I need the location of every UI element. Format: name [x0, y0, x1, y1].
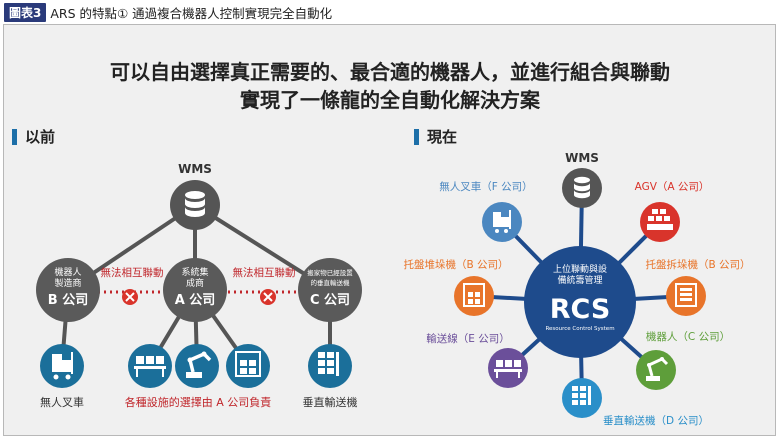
- node-b-company: B 公司: [48, 293, 88, 308]
- node-c-role-2: 的垂直輸送機: [311, 278, 351, 287]
- forklift-icon: [493, 210, 511, 233]
- satellite-agv: AGV（A 公司）: [635, 181, 710, 242]
- hub-line-1: 上位聯動與設: [553, 263, 607, 275]
- after-section-title: 現在: [414, 126, 457, 147]
- satellite-conveyor: 輸送線（E 公司）: [426, 332, 528, 388]
- node-a-company: A 公司: [175, 293, 216, 308]
- satellite-palletizer-label: 托盤堆垛機（B 公司）: [403, 258, 508, 271]
- node-c-role-1: 搬家物已經設置: [307, 268, 353, 277]
- forklift-icon: [40, 344, 84, 388]
- before-node-c: 搬家物已經設置 的垂直輸送機 C 公司: [298, 258, 362, 322]
- node-b-role-2: 製造商: [54, 277, 81, 289]
- satellite-conveyor-label: 輸送線（E 公司）: [426, 332, 509, 345]
- robot-arm-icon: [175, 344, 219, 388]
- no-link-label-left: 無法相互聯動: [101, 266, 164, 279]
- bottom-label-selection: 各種設施的選擇由 A 公司負責: [125, 395, 272, 409]
- satellite-vertical-conveyor-label: 垂直輸送機（D 公司）: [603, 414, 709, 427]
- after-diagram: WMS 上位聯動與設 備統籌管理 RCS Resource Control Sy…: [403, 151, 750, 427]
- satellite-depalletizer: 托盤拆垛機（B 公司）: [645, 258, 751, 316]
- headline-line-1: 可以自由選擇真正需要的、最合適的機器人，並進行組合與聯動: [110, 60, 670, 84]
- rcs-logo: RCS: [550, 294, 611, 325]
- vertical-conveyor-icon: [572, 386, 591, 405]
- satellite-forklift: 無人叉車（F 公司）: [439, 180, 533, 242]
- hub-line-2: 備統籌管理: [557, 274, 602, 286]
- database-icon: [574, 176, 590, 199]
- database-icon: [185, 191, 205, 217]
- figure-badge: 圖表3: [4, 2, 47, 22]
- agv-icon: [647, 209, 673, 230]
- rcs-hub: 上位聯動與設 備統籌管理 RCS Resource Control System: [524, 246, 636, 358]
- headline-line-2: 實現了一條龍的全自動化解決方案: [240, 88, 540, 112]
- node-b-role-1: 機器人: [54, 266, 81, 278]
- section-marker: [414, 128, 419, 145]
- after-title-text: 現在: [427, 128, 458, 146]
- figure-caption: ARS 的特點① 通過複合機器人控制實現完全自動化: [50, 5, 333, 21]
- conveyor-icon: [494, 360, 522, 378]
- satellite-vertical-conveyor: 垂直輸送機（D 公司）: [562, 378, 709, 427]
- satellite-palletizer: 托盤堆垛機（B 公司）: [403, 258, 509, 316]
- after-wms-node: [562, 168, 602, 208]
- after-wms-label: WMS: [565, 151, 599, 165]
- node-c-company: C 公司: [310, 293, 350, 308]
- satellite-robot-label: 機器人（C 公司）: [646, 330, 730, 343]
- figure-header: 圖表3 ARS 的特點① 通過複合機器人控制實現完全自動化: [4, 2, 333, 22]
- before-wms-node: [170, 180, 220, 230]
- depalletizer-icon: [675, 283, 697, 307]
- robot-arm-icon: [646, 357, 669, 381]
- section-marker: [12, 128, 17, 145]
- no-link-label-right: 無法相互聯動: [233, 266, 296, 279]
- palletizer-icon: [226, 344, 270, 388]
- satellite-forklift-label: 無人叉車（F 公司）: [439, 180, 532, 193]
- node-a-role-2: 成商: [186, 277, 204, 289]
- cross-icon: [260, 289, 276, 305]
- before-section-title: 以前: [12, 126, 55, 147]
- before-wms-label: WMS: [178, 162, 212, 176]
- bottom-label-forklift: 無人叉車: [40, 395, 84, 409]
- before-node-a: 系統集 成商 A 公司: [163, 258, 227, 322]
- conveyor-icon: [128, 344, 172, 388]
- satellite-depalletizer-label: 托盤拆垛機（B 公司）: [645, 258, 750, 271]
- palletizer-icon: [463, 283, 485, 307]
- node-a-role-1: 系統集: [181, 266, 208, 278]
- satellite-robot: 機器人（C 公司）: [636, 330, 730, 390]
- headline: 可以自由選擇真正需要的、最合適的機器人，並進行組合與聯動 實現了一條龍的全自動化…: [0, 58, 780, 114]
- bottom-label-vertical-conveyor: 垂直輸送機: [303, 395, 358, 409]
- before-node-b: 機器人 製造商 B 公司: [36, 258, 100, 322]
- vertical-conveyor-icon: [308, 344, 352, 388]
- before-title-text: 以前: [25, 128, 56, 146]
- cross-icon: [122, 289, 138, 305]
- rcs-logo-subtitle: Resource Control System: [545, 326, 614, 332]
- satellite-agv-label: AGV（A 公司）: [635, 181, 710, 193]
- before-diagram: WMS 機器人 製造商 B 公司 系統集 成商 A 公司 搬家物已經設置: [36, 162, 362, 409]
